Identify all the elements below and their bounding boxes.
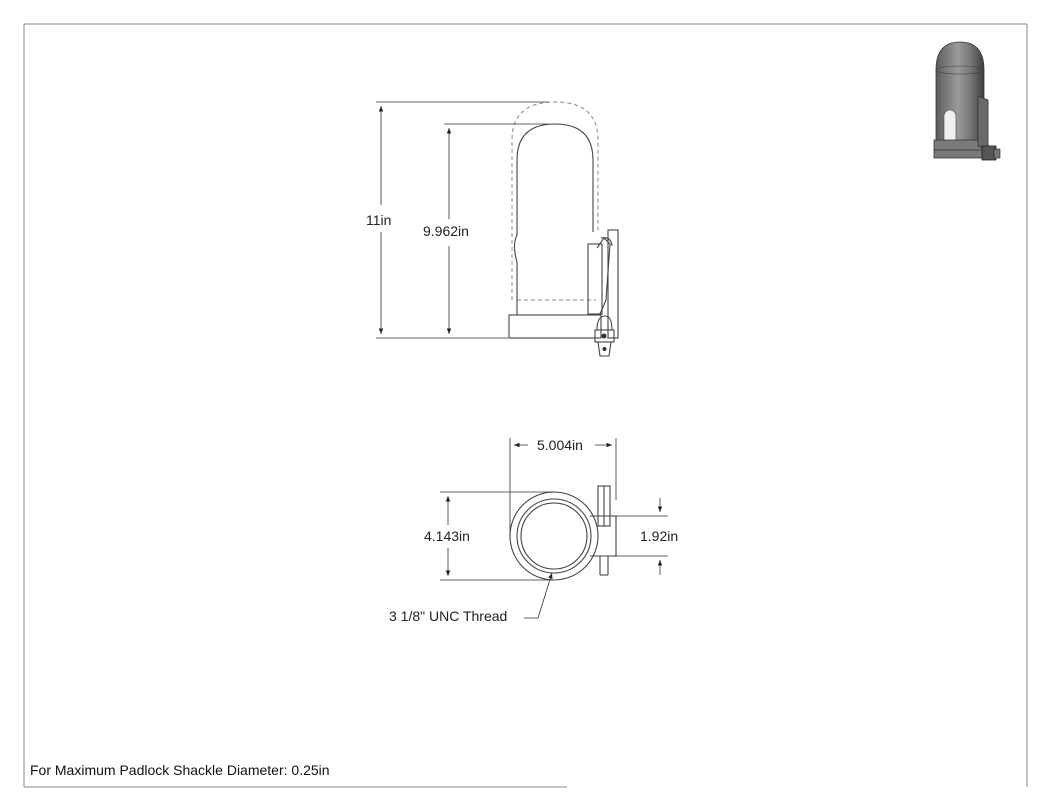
inner-bore [520, 502, 588, 570]
overall-width-dim: 5.004in [537, 437, 583, 453]
sheet-border [23, 23, 1028, 788]
body-height-dim: 9.962in [423, 223, 469, 239]
hasp-loop [600, 237, 613, 247]
base-ring [508, 314, 602, 339]
isometric-preview [933, 41, 1001, 161]
cylinder-body [513, 123, 594, 315]
padlock-note: For Maximum Padlock Shackle Diameter: 0.… [30, 762, 330, 778]
bracket-width-dim: 1.92in [640, 528, 678, 544]
mounting-bracket [607, 229, 619, 339]
padlock [594, 315, 615, 357]
top-view: 5.004in 4.143in 1.92in 3 1/8" UNC Thread [389, 437, 678, 624]
side-view: 11in 9.962in [366, 101, 619, 357]
bracket-plate [587, 243, 603, 315]
phantom-cap-outline [511, 101, 599, 300]
overall-height-dim: 11in [366, 212, 391, 228]
hasp [596, 237, 611, 315]
thread-ring [516, 498, 592, 574]
bracket-top [590, 515, 617, 557]
thread-callout: 3 1/8" UNC Thread [389, 608, 507, 624]
body-depth-dim: 4.143in [424, 528, 470, 544]
outer-ring [509, 491, 599, 581]
